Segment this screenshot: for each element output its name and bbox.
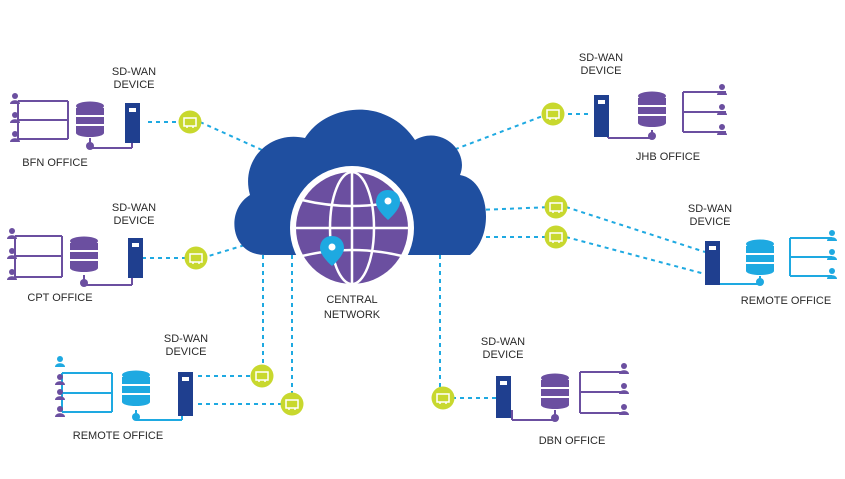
link-jhb-router-cloud [439, 113, 549, 156]
office-label-bfn: BFN OFFICE [22, 157, 87, 169]
office-label-jhb: JHB OFFICE [636, 151, 700, 163]
database-icon [746, 239, 774, 275]
device-label-2: DEVICE [690, 216, 731, 228]
remote-right-node [756, 278, 764, 286]
database-icon [638, 91, 666, 127]
user-icon [10, 93, 20, 104]
user-icon [55, 356, 65, 367]
sd-wan-device-icon [496, 376, 511, 418]
sd-wan-device-icon [128, 238, 143, 278]
user-icon [55, 389, 65, 400]
user-icon [619, 383, 629, 394]
user-icon [55, 374, 65, 385]
device-label-1: SD-WAN [112, 66, 156, 78]
device-label-2: DEVICE [581, 65, 622, 77]
user-icon [619, 363, 629, 374]
sd-wan-device-icon [705, 241, 720, 285]
office-bfn: SD-WAN DEVICE BFN OFFICE [10, 66, 156, 169]
link-cloud-router-remote-right-a [477, 206, 553, 211]
office-label-cpt: CPT OFFICE [27, 292, 92, 304]
device-label-2: DEVICE [114, 79, 155, 91]
central-network-label-1: CENTRAL [326, 294, 377, 306]
remote-left-node [132, 413, 140, 421]
device-label-2: DEVICE [483, 349, 524, 361]
router-icon [183, 245, 209, 271]
central-network-label-2: NETWORK [324, 309, 381, 321]
link-bfn-router-cloud [199, 121, 263, 151]
device-label-2: DEVICE [166, 346, 207, 358]
user-icon [827, 249, 837, 260]
bfn-connectors [17, 100, 133, 149]
dbn-node [551, 414, 559, 422]
jhb-connectors [607, 91, 726, 139]
sd-wan-device-icon [125, 103, 140, 143]
user-icon [827, 268, 837, 279]
router-icon [540, 101, 566, 127]
link-router-b-remote-right [565, 236, 706, 275]
office-cpt: SD-WAN DEVICE CPT OFFICE [7, 202, 156, 304]
router-icon [543, 194, 569, 220]
database-icon [122, 370, 150, 406]
router-icon [430, 385, 456, 411]
user-icon [717, 104, 727, 115]
connection-lines [142, 113, 706, 405]
jhb-node [648, 132, 656, 140]
sd-wan-device-icon [594, 95, 609, 137]
user-icon [717, 124, 727, 135]
router-icon [177, 109, 203, 135]
office-label-remote-left: REMOTE OFFICE [73, 430, 163, 442]
router-icon [249, 363, 275, 389]
router-icon [543, 224, 569, 250]
link-router-a-remote-right [565, 206, 706, 253]
office-label-dbn: DBN OFFICE [539, 435, 606, 447]
device-label-2: DEVICE [114, 215, 155, 227]
office-remote-left: SD-WAN DEVICE REMOTE OFFICE [55, 333, 208, 442]
device-label-1: SD-WAN [481, 336, 525, 348]
device-label-1: SD-WAN [579, 52, 623, 64]
user-icon [7, 228, 17, 239]
location-pin-icon [376, 190, 400, 220]
remote-right-connectors [717, 237, 832, 285]
router-icon [279, 391, 305, 417]
bfn-node [86, 142, 94, 150]
office-remote-right: SD-WAN DEVICE REMOTE OFFICE [688, 203, 837, 307]
link-cpt-router-cloud [201, 244, 246, 259]
user-icon [717, 84, 727, 95]
device-label-1: SD-WAN [688, 203, 732, 215]
office-dbn: SD-WAN DEVICE DBN OFFICE [481, 336, 629, 447]
device-label-1: SD-WAN [112, 202, 156, 214]
device-label-1: SD-WAN [164, 333, 208, 345]
sd-wan-device-icon [178, 372, 193, 416]
location-pin-icon [320, 236, 344, 266]
globe: CENTRAL NETWORK [290, 166, 414, 321]
database-icon [76, 101, 104, 137]
database-icon [541, 373, 569, 409]
user-icon [619, 404, 629, 415]
database-icon [70, 236, 98, 272]
cpt-node [80, 279, 88, 287]
office-jhb: SD-WAN DEVICE JHB OFFICE [579, 52, 727, 163]
user-icon [827, 230, 837, 241]
office-label-remote-right: REMOTE OFFICE [741, 295, 831, 307]
